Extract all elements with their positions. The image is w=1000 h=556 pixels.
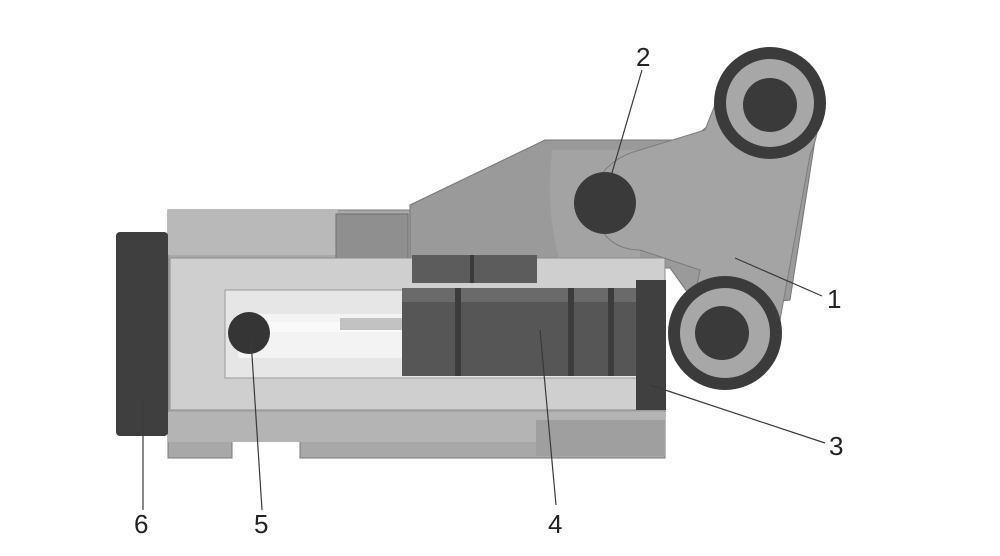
callout-label-5: 5	[254, 509, 268, 539]
callout-label-3: 3	[829, 431, 843, 461]
pivot-pin	[574, 172, 636, 234]
callout-label-2: 2	[636, 42, 650, 72]
lower-roller	[668, 276, 782, 390]
upper-roller	[714, 47, 826, 159]
ball	[228, 312, 270, 354]
callout-label-4: 4	[548, 509, 562, 539]
leader-lines	[142, 69, 826, 511]
spacer	[340, 318, 402, 330]
callout-labels: 1 2 3 4 5 6	[134, 42, 843, 539]
spool	[402, 255, 638, 376]
callout-label-6: 6	[134, 509, 148, 539]
callout-label-1: 1	[827, 284, 841, 314]
end-cap	[116, 232, 168, 436]
plunger	[636, 280, 666, 410]
